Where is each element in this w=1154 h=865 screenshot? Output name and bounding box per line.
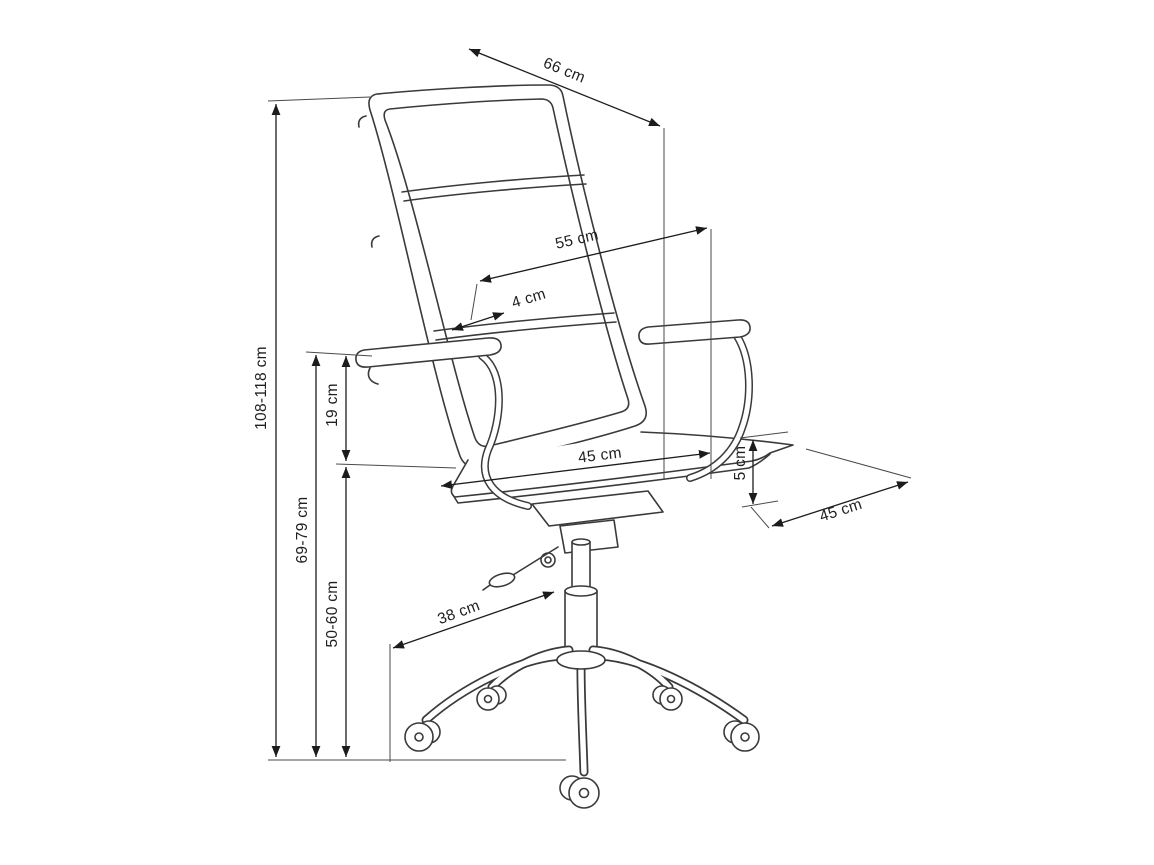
dim-label-seat-depth: 45 cm [817,496,864,526]
dim-label-seat-width: 45 cm [577,444,622,466]
backrest-fitting-mid [370,235,380,248]
armrest-left-pad [355,337,502,368]
dim-overall-height: 108-118 cm [253,104,281,757]
dim-label-armrest-height: 69-79 cm [294,496,311,563]
caster-right [723,720,760,752]
height-lever [512,546,559,576]
armrest-right [638,319,753,482]
armrest-left [355,337,532,510]
caster-front [559,775,600,809]
dim-armrest-height: 69-79 cm [294,355,321,757]
caster-back-right [652,685,683,711]
casters [404,685,760,809]
dim-label-base-leg: 38 cm [435,597,482,628]
backrest-fitting-top [357,115,367,128]
dim-base-leg: 38 cm [392,591,555,649]
dim-label-overall-height: 108-118 cm [253,346,270,430]
caster-back-left [476,685,507,711]
dim-armrest-above-seat: 19 cm [324,356,351,461]
tension-knob [540,552,556,568]
caster-left [404,720,441,752]
dim-label-armrest-above-seat: 19 cm [324,383,341,427]
gas-lift [564,538,598,662]
base-legs [421,645,749,777]
armrest-right-pad [638,319,751,345]
dim-label-seat-thickness: 5 cm [732,446,749,481]
dim-seat-depth: 45 cm [771,481,909,527]
tilt-mechanism [482,490,664,591]
lever-handle [488,572,516,588]
dim-label-seat-height: 50-60 cm [324,580,341,647]
dim-seat-height: 50-60 cm [324,467,351,757]
base-hub [556,650,606,670]
dim-seat-thickness: 5 cm [732,440,758,504]
office-chair-drawing [355,84,794,809]
dim-seat-width: 45 cm [440,444,711,490]
dim-label-back-width: 66 cm [541,55,588,87]
